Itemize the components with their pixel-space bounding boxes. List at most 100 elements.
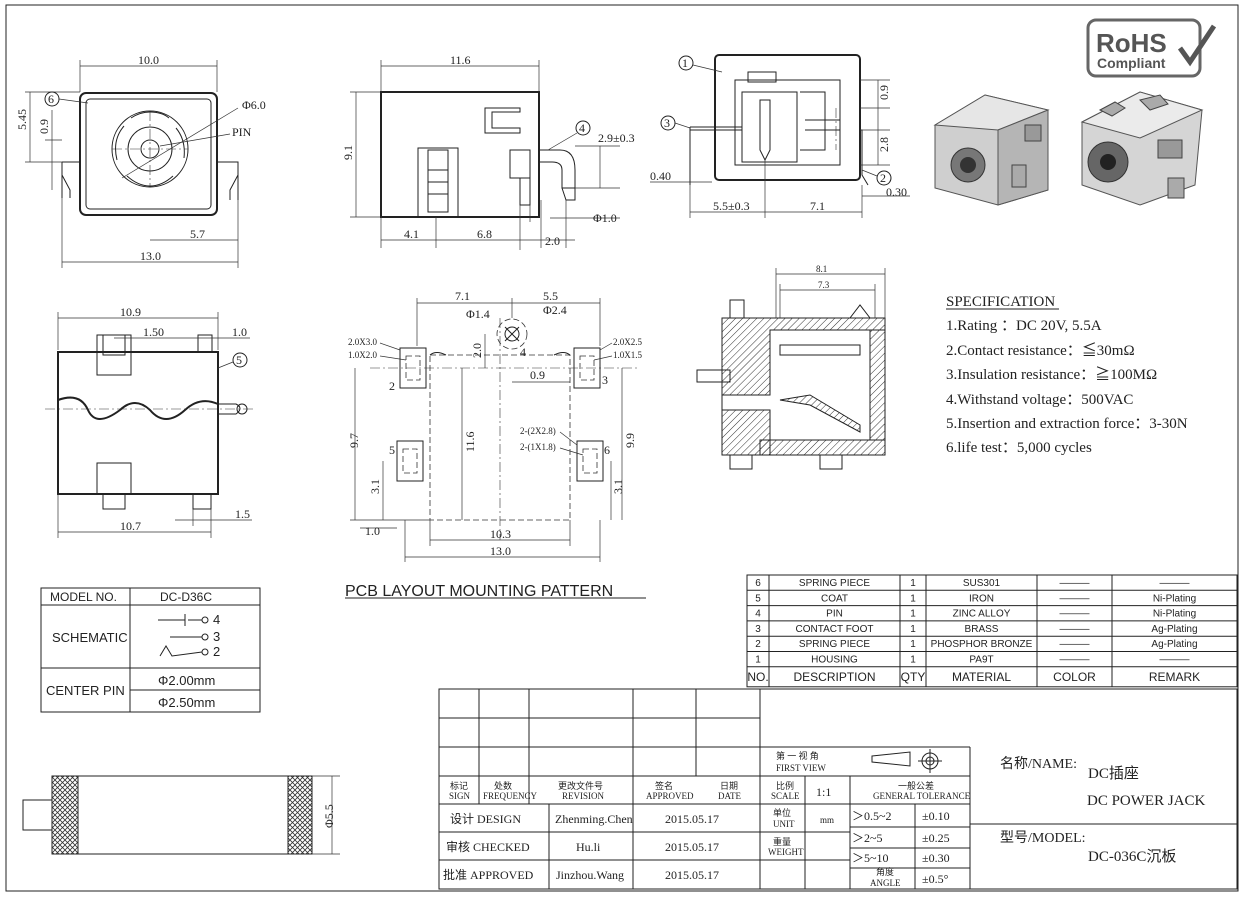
dim-pcb-a: 7.1 <box>455 289 470 303</box>
end-view: Φ5.5 <box>22 775 340 855</box>
product-photo-front <box>933 94 1050 206</box>
tb-unit-value: mm <box>820 815 834 825</box>
center-pin-label: CENTER PIN <box>46 683 125 698</box>
bom-cell-no: 5 <box>755 593 761 604</box>
pcb-pad-6: 6 <box>604 443 610 457</box>
ref-5: 5 <box>236 353 242 367</box>
rohs-compliant: Compliant <box>1097 55 1166 71</box>
bom-cell-qty: 1 <box>910 639 916 650</box>
title-block: 标记 SIGN 处数 FREQUENCY 更改文件号 REVISION 签名 A… <box>438 688 1238 890</box>
dim-pcb-m: 9.9 <box>623 433 637 448</box>
dim-pcb-l: 11.6 <box>463 431 477 452</box>
tb-unit-en: UNIT <box>773 819 795 829</box>
tb-date-cn: 日期 <box>720 781 738 791</box>
dim-back-d1: 0.40 <box>650 169 671 183</box>
ref-6: 6 <box>48 92 54 106</box>
dim-front-width: 10.0 <box>138 53 159 67</box>
bom-cell-color: ——— <box>1060 624 1090 635</box>
pcb-pad-3: 3 <box>602 373 608 387</box>
bom-cell-no: 4 <box>755 609 761 620</box>
tb-checked-name: Hu.li <box>576 840 601 854</box>
tb-design-date: 2015.05.17 <box>665 812 719 826</box>
tb-tol-value-4: ±0.5° <box>922 872 949 886</box>
rohs-text: RoHS <box>1096 28 1167 58</box>
dim-back-d6: 0.30 <box>886 185 907 199</box>
bom-cell-no: 6 <box>755 578 761 589</box>
bom-cell-color: ——— <box>1060 639 1090 650</box>
side-view: 11.6 9.1 4 2.9±0.3 Φ1.0 4.1 6.8 2.0 <box>341 53 635 250</box>
tb-name-label: 名称/NAME: <box>1000 756 1077 772</box>
pcb-pad-4: 4 <box>520 345 526 359</box>
dim-front-pin-dia: Φ6.0 <box>242 98 266 112</box>
bom-cell-mat: ZINC ALLOY <box>953 609 1011 620</box>
ref-3: 3 <box>664 116 670 130</box>
pcb-pad-2: 2 <box>389 379 395 393</box>
bom-cell-mat: BRASS <box>965 624 999 635</box>
dim-side-seg1: 4.1 <box>404 227 419 241</box>
bom-cell-qty: 1 <box>910 655 916 666</box>
dim-bottom-w2: 1.50 <box>143 325 164 339</box>
dim-side-height: 9.1 <box>341 145 355 160</box>
center-pin-2: Φ2.50mm <box>158 695 215 710</box>
pcb-pad-5: 5 <box>389 443 395 457</box>
tb-model-value: DC-036C沉板 <box>1088 847 1176 865</box>
dim-pcb-h: 1.0X1.5 <box>613 350 642 360</box>
tb-angle-cn: 角度 <box>876 866 894 877</box>
tb-rev-en: REVISION <box>562 791 604 801</box>
tb-scale-cn: 比例 <box>776 780 794 791</box>
dim-pcb-t: 13.0 <box>490 544 511 558</box>
bom-cell-desc: SPRING PIECE <box>799 578 870 589</box>
tb-appr-cn: 签名 <box>655 780 673 791</box>
tb-approved-name: Jinzhou.Wang <box>556 868 624 882</box>
schematic-pin-4: 4 <box>213 612 220 627</box>
tb-appr-en: APPROVED <box>646 791 694 801</box>
dim-pcb-s: 10.3 <box>490 527 511 541</box>
bom-cell-mat: IRON <box>969 593 994 604</box>
bom-cell-remark: Ag-Plating <box>1151 639 1197 650</box>
schematic-pin-3: 3 <box>213 629 220 644</box>
spec-item: 5.Insertion and extraction force：3-30N <box>946 416 1188 432</box>
front-view: 10.0 Φ6.0 PIN 5.45 0.9 6 5.7 13.0 <box>15 53 266 268</box>
bom-cell-desc: SPRING PIECE <box>799 639 870 650</box>
dim-front-pin: PIN <box>232 125 252 139</box>
dim-pcb-p: 3.1 <box>368 479 382 494</box>
ref-1: 1 <box>682 56 688 70</box>
dim-side-dia: Φ1.0 <box>593 211 617 225</box>
dim-bottom-w3: 1.0 <box>232 325 247 339</box>
bom-cell-qty: 1 <box>910 624 916 635</box>
bom-cell-desc: PIN <box>826 609 843 620</box>
tb-tol-value-3: ±0.30 <box>922 851 950 865</box>
schematic-label: SCHEMATIC <box>52 630 128 645</box>
bom-cell-mat: PHOSPHOR BRONZE <box>931 639 1033 650</box>
bom-cell-desc: HOUSING <box>811 655 858 666</box>
tb-name-en: DC POWER JACK <box>1087 793 1206 809</box>
tb-approved-label: 批准 APPROVED <box>443 867 534 882</box>
spec-item: 4.Withstand voltage：500VAC <box>946 392 1133 408</box>
dim-section-a: 8.1 <box>816 264 827 274</box>
tb-view-en: FIRST VIEW <box>776 763 826 773</box>
dim-front-offset: 5.7 <box>190 227 205 241</box>
bom-cell-remark: Ni-Plating <box>1153 609 1196 620</box>
back-view: 1 3 2 0.40 5.5±0.3 7.1 0.9 2.8 0.30 <box>650 54 910 218</box>
tb-angle-en: ANGLE <box>870 878 901 888</box>
bom-cell-remark: ——— <box>1160 655 1190 666</box>
tb-scale-value: 1:1 <box>816 785 831 799</box>
dim-back-d3: 7.1 <box>810 199 825 213</box>
dim-pcb-i: 2.0 <box>470 343 484 358</box>
bom-cell-desc: CONTACT FOOT <box>796 624 874 635</box>
spec-item: 3.Insulation resistance：≧100MΩ <box>946 366 1157 383</box>
pcb-title: PCB LAYOUT MOUNTING PATTERN <box>345 583 613 600</box>
dim-bottom-w5: 1.5 <box>235 507 250 521</box>
tb-tol-en: GENERAL TOLERANCE <box>873 791 971 801</box>
dim-pcb-n: 2-(2X2.8) <box>520 426 556 436</box>
dim-pcb-c: Φ1.4 <box>466 307 490 321</box>
bom-cell-color: ——— <box>1060 578 1090 589</box>
bom-cell-desc: COAT <box>821 593 848 604</box>
bom-cell-no: 3 <box>755 624 761 635</box>
section-view: 8.1 7.3 <box>696 264 886 470</box>
dim-end-dia: Φ5.5 <box>322 804 336 828</box>
dim-back-d2: 5.5±0.3 <box>713 199 750 213</box>
bom-cell-remark: ——— <box>1160 578 1190 589</box>
